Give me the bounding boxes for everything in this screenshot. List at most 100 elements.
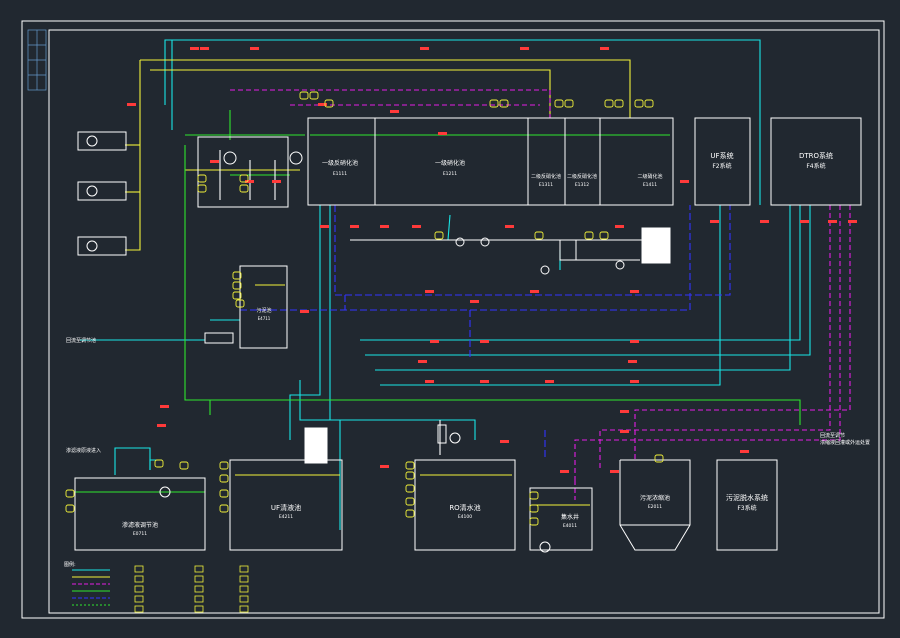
pipe-white	[219, 150, 660, 455]
uf-system-box	[694, 117, 751, 206]
tank2-code: E1211	[443, 171, 457, 177]
instrument-tag	[179, 461, 189, 470]
sludge-tank-name: 污泥池	[256, 307, 271, 314]
equipment	[74, 117, 862, 553]
legend-symbol	[134, 595, 144, 603]
valve-tag	[420, 47, 429, 50]
cooling-tower-2	[304, 427, 328, 464]
instrument-tag	[219, 474, 229, 483]
legend-symbol	[239, 595, 249, 603]
valve-tag	[438, 132, 447, 135]
valve-tag	[620, 410, 629, 413]
dtro-system-box	[770, 117, 862, 206]
uf-clean-tank-code: E4211	[279, 514, 293, 520]
instrument-tag	[232, 291, 242, 300]
valve-tag	[272, 180, 281, 183]
legend-symbol	[194, 595, 204, 603]
instrument-tag	[197, 184, 207, 193]
instrument-tag	[239, 174, 249, 183]
tank1-code: E1111	[333, 171, 347, 177]
legend-symbol	[239, 565, 249, 573]
pipelines	[75, 39, 851, 530]
valve-tag	[760, 220, 769, 223]
valve-tag	[245, 180, 254, 183]
dewater-name: 污泥脱水系统	[726, 493, 768, 502]
instrument-tag	[235, 299, 245, 308]
instrument-tag	[529, 504, 539, 513]
instrument-tag	[219, 461, 229, 470]
legend-symbol	[239, 585, 249, 593]
collect-well-code: E4011	[563, 523, 577, 529]
legend-symbol	[194, 575, 204, 583]
inlet-label: 渗滤液原液进入	[66, 447, 101, 454]
valve-tag	[157, 424, 166, 427]
legend-symbol	[239, 605, 249, 613]
instrument-tag	[219, 504, 229, 513]
instrument-tag	[239, 184, 249, 193]
instrument-tag	[232, 281, 242, 290]
instrument-markers	[65, 47, 857, 526]
legend-symbol	[239, 575, 249, 583]
instrument-tag	[232, 271, 242, 280]
uf-code: F2系统	[712, 162, 731, 170]
tank4-name: 二级反硝化池	[567, 173, 597, 180]
uf-name: UF系统	[710, 151, 733, 160]
ro-tank-code: E4100	[458, 514, 472, 520]
legend-symbol	[194, 565, 204, 573]
uf-clean-tank-name: UF清液池	[271, 503, 301, 512]
valve-tag	[505, 225, 514, 228]
valve-tag	[380, 465, 389, 468]
bio-tank-block	[307, 117, 674, 206]
ro-tank-box	[414, 459, 516, 551]
valve-tag	[740, 450, 749, 453]
tank3-code: E1311	[539, 182, 553, 188]
instrument-tag	[405, 484, 415, 493]
valve-tag	[848, 220, 857, 223]
valve-tag	[530, 290, 539, 293]
valve-tag	[828, 220, 837, 223]
valve-tag	[500, 440, 509, 443]
instrument-tag	[654, 454, 664, 463]
valve-tag	[380, 225, 389, 228]
instrument-tag	[405, 509, 415, 518]
valve-tag	[200, 47, 209, 50]
valve-tag	[320, 225, 329, 228]
tank3-name: 二级反硝化池	[531, 173, 561, 180]
dtro-code: F4系统	[806, 162, 825, 170]
valve-tag	[600, 47, 609, 50]
instrument-tag	[584, 231, 594, 240]
instrument-tag	[564, 99, 574, 108]
instrument-tag	[644, 99, 654, 108]
instrument-tag	[534, 231, 544, 240]
legend-symbol	[194, 585, 204, 593]
instrument-tag	[614, 99, 624, 108]
valve-tag	[350, 225, 359, 228]
valve-tag	[630, 380, 639, 383]
instrument-tag	[154, 459, 164, 468]
instrument-tag	[405, 471, 415, 480]
instrument-tag	[529, 491, 539, 500]
legend-symbol	[134, 585, 144, 593]
valve-tag	[545, 380, 554, 383]
valve-tag	[800, 220, 809, 223]
sludge-thick-code: E2011	[648, 504, 662, 510]
instrument-tag	[554, 99, 564, 108]
valve-tag	[680, 180, 689, 183]
instrument-tag	[489, 99, 499, 108]
valve-tag	[412, 225, 421, 228]
instrument-tag	[599, 231, 609, 240]
tank5-code: E1411	[643, 182, 657, 188]
sludge-tank-box	[239, 265, 288, 349]
valve-tag	[425, 290, 434, 293]
instrument-tag	[405, 461, 415, 470]
sludge-tank-code: E4711	[258, 316, 271, 321]
instrument-tag	[65, 489, 75, 498]
valve-tag	[620, 430, 629, 433]
valve-tag	[210, 160, 219, 163]
regulating-tank-name: 渗滤液调节池	[122, 521, 158, 529]
collect-well-name: 集水井	[561, 513, 579, 521]
instrument-tag	[299, 91, 309, 100]
regulating-tank-box	[74, 477, 206, 551]
outer-frame	[21, 20, 885, 619]
